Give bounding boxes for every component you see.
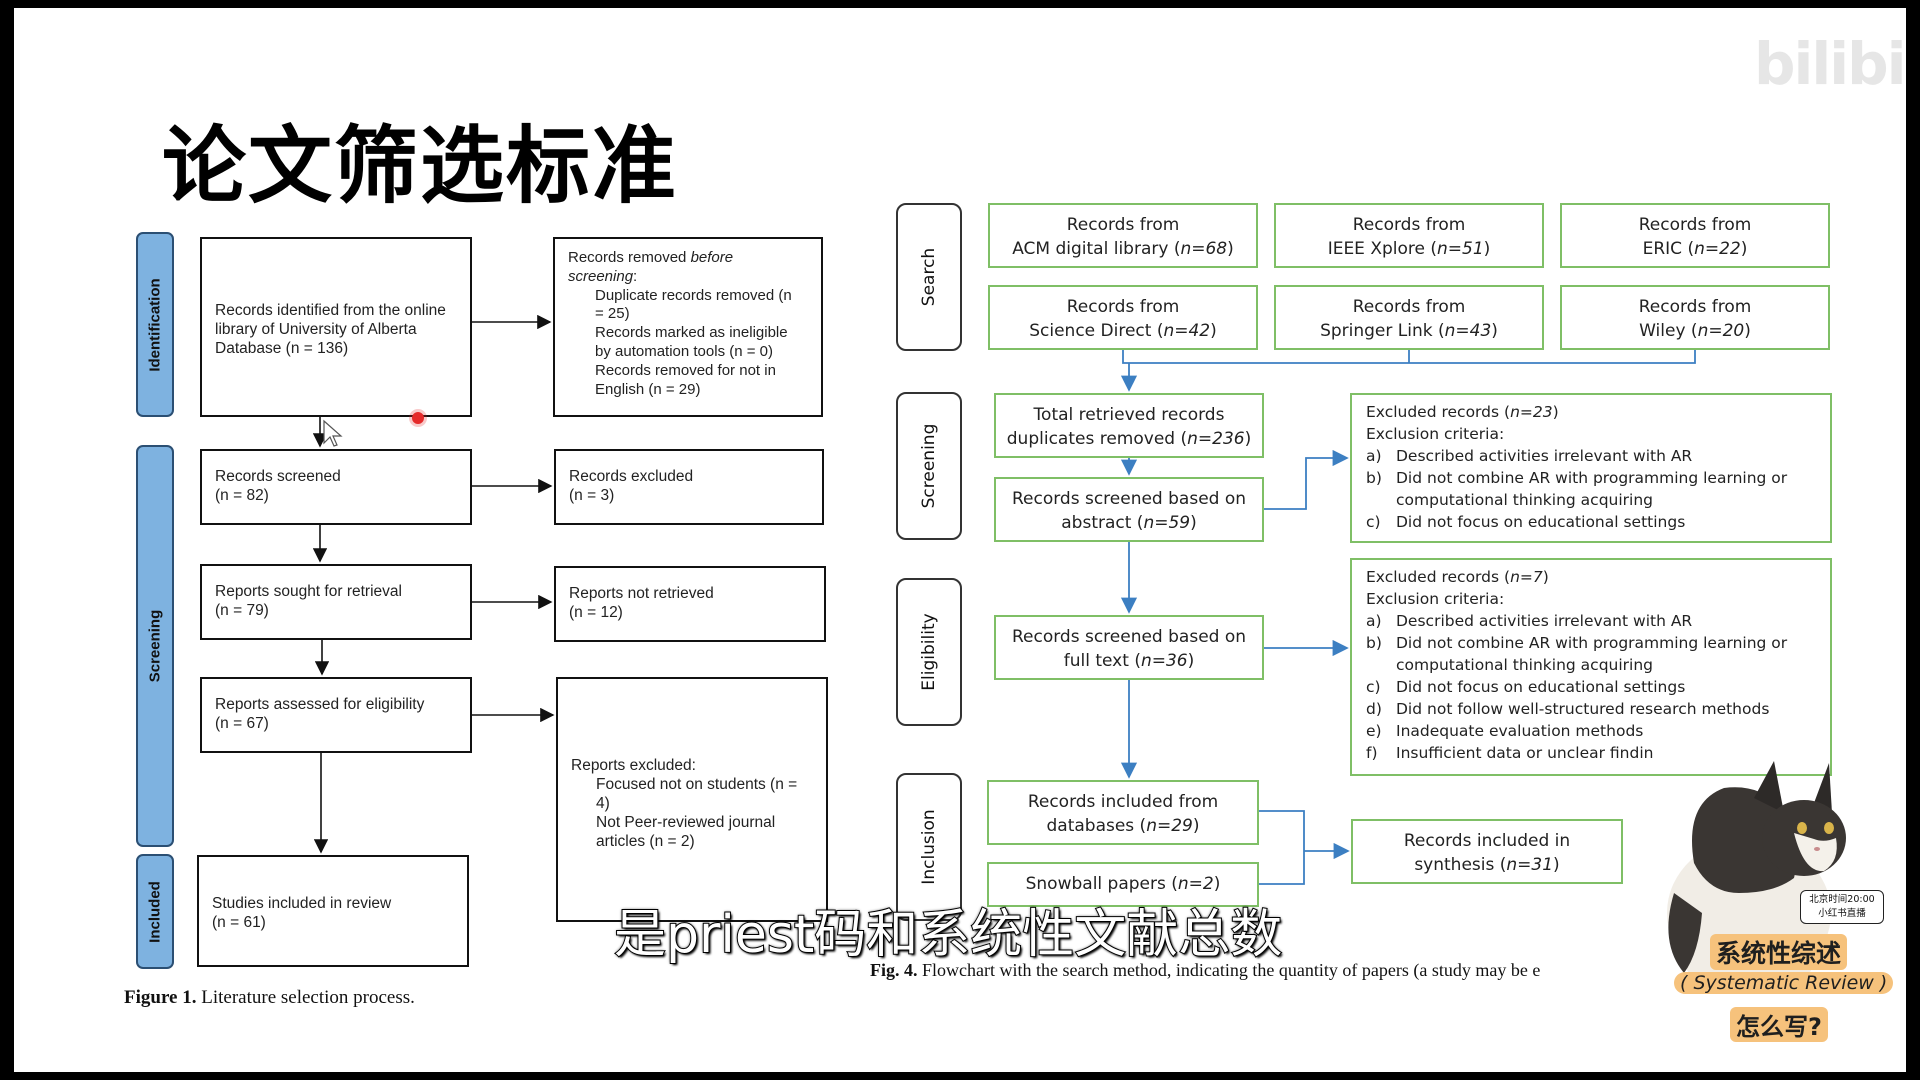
synthesis-box: Records included in synthesis (n=31)	[1351, 819, 1623, 884]
stage-screening-right: Screening	[896, 392, 962, 540]
right-arrows	[1120, 350, 1696, 885]
records-screened-box: Records screened(n = 82)	[200, 449, 472, 525]
excluded-records-box-2: Excluded records (n=7) Exclusion criteri…	[1350, 558, 1832, 776]
studies-included-box: Studies included in review(n = 61)	[197, 855, 469, 967]
stage-screening: Screening	[136, 445, 174, 847]
stage-eligibility: Eligibility	[896, 578, 962, 726]
figure-1-caption: Figure 1. Literature selection process.	[124, 987, 415, 1008]
source-ieee: Records from IEEE Xplore (n=51)	[1274, 203, 1544, 268]
badge-title: 系统性综述	[1710, 934, 1848, 970]
reports-not-retrieved-box: Reports not retrieved(n = 12)	[554, 566, 826, 642]
slide: bilibili 论文筛选标准 Identification Screening…	[14, 8, 1906, 1072]
stage-inclusion: Inclusion	[896, 773, 962, 921]
source-sciencedirect: Records from Science Direct (n=42)	[988, 285, 1258, 350]
total-retrieved-box: Total retrieved records duplicates remov…	[994, 393, 1264, 458]
bilibili-watermark: bilibili	[1754, 30, 1906, 98]
fulltext-screened-box: Records screened based on full text (n=3…	[994, 615, 1264, 680]
databases-included-box: Records included from databases (n=29)	[987, 780, 1259, 845]
stage-search: Search	[896, 203, 962, 351]
stage-included: Included	[136, 854, 174, 969]
records-removed-box: Records removed before screening: Duplic…	[553, 237, 823, 417]
source-springer: Records from Springer Link (n=43)	[1274, 285, 1544, 350]
excluded-records-box-1: Excluded records (n=23) Exclusion criter…	[1350, 393, 1832, 543]
snowball-box: Snowball papers (n=2)	[987, 862, 1259, 907]
stage-identification: Identification	[136, 232, 174, 417]
abstract-screened-box: Records screened based on abstract (n=59…	[994, 477, 1264, 542]
video-subtitle: 是priest码和系统性文献总数	[613, 904, 1283, 966]
figure-4-caption: Fig. 4. Flowchart with the search method…	[870, 960, 1541, 980]
badge-en: ( Systematic Review )	[1674, 972, 1894, 994]
pointer-dot-icon	[412, 412, 424, 424]
records-identified-box: Records identified from the online libra…	[200, 237, 472, 417]
reports-assessed-box: Reports assessed for eligibility(n = 67)	[200, 677, 472, 753]
reports-excluded-box: Reports excluded: Focused not on student…	[556, 677, 828, 922]
mouse-cursor-icon	[323, 419, 343, 447]
slide-title: 论文筛选标准	[162, 117, 679, 215]
left-arrows	[312, 314, 555, 854]
badge-how: 怎么写?	[1730, 1007, 1828, 1042]
source-acm: Records from ACM digital library (n=68)	[988, 203, 1258, 268]
reports-sought-box: Reports sought for retrieval(n = 79)	[200, 564, 472, 640]
source-eric: Records from ERIC (n=22)	[1560, 203, 1830, 268]
source-wiley: Records from Wiley (n=20)	[1560, 285, 1830, 350]
records-excluded-box: Records excluded(n = 3)	[554, 449, 824, 525]
